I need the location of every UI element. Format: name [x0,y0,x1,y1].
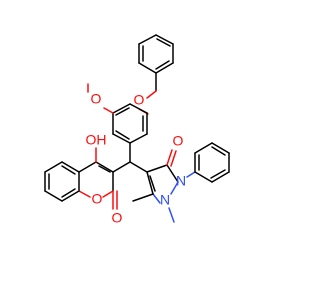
bond [61,188,76,198]
bond [115,130,130,140]
bond [146,164,168,173]
pyrazole-n2-label: N [160,192,170,208]
molecule-structure: O O OH O O O N N [44,34,230,226]
bond [115,107,130,116]
bond [129,161,148,173]
bond [166,164,179,183]
lactone-carbonyl-oxygen-label: O [112,210,123,226]
bond [194,171,213,183]
bond [146,171,154,195]
bond [155,60,170,70]
bond [44,161,63,173]
bond [132,193,154,202]
bond [170,181,179,195]
bond [112,133,131,144]
bond [138,62,157,74]
bond [146,90,157,99]
methoxy-oxygen-label: O [91,91,102,107]
hydroxyl-label: OH [86,132,107,148]
benzyloxy-oxygen-label: O [134,92,145,108]
bond [138,34,157,45]
bond [152,193,161,204]
bond [98,165,111,173]
bond [186,171,196,178]
bond [61,190,80,202]
bond [78,190,91,198]
bond [156,38,171,47]
bond [168,207,175,223]
ring-oxygen-label: O [92,191,103,207]
pyrazole-n1-label: N [176,173,186,189]
bond [155,62,174,74]
bond [95,161,114,173]
bond [112,161,131,173]
bond [155,34,174,45]
bond [61,165,76,175]
bond [170,150,177,167]
bond [112,103,131,114]
bond [129,103,148,114]
atom-labels: O O OH O O O N N [86,91,187,226]
bond [210,169,226,179]
bond [211,146,226,156]
bond [102,190,114,198]
pyrazolone-carbonyl-oxygen-label: O [173,133,184,149]
bond [103,107,114,114]
bond [194,142,213,154]
bond [61,161,80,173]
bond [44,190,63,202]
bond [211,142,230,154]
bond [129,133,148,144]
bond [78,161,97,173]
bond [166,149,173,166]
bonds [44,34,230,223]
bond [149,175,156,192]
bond [211,171,230,183]
